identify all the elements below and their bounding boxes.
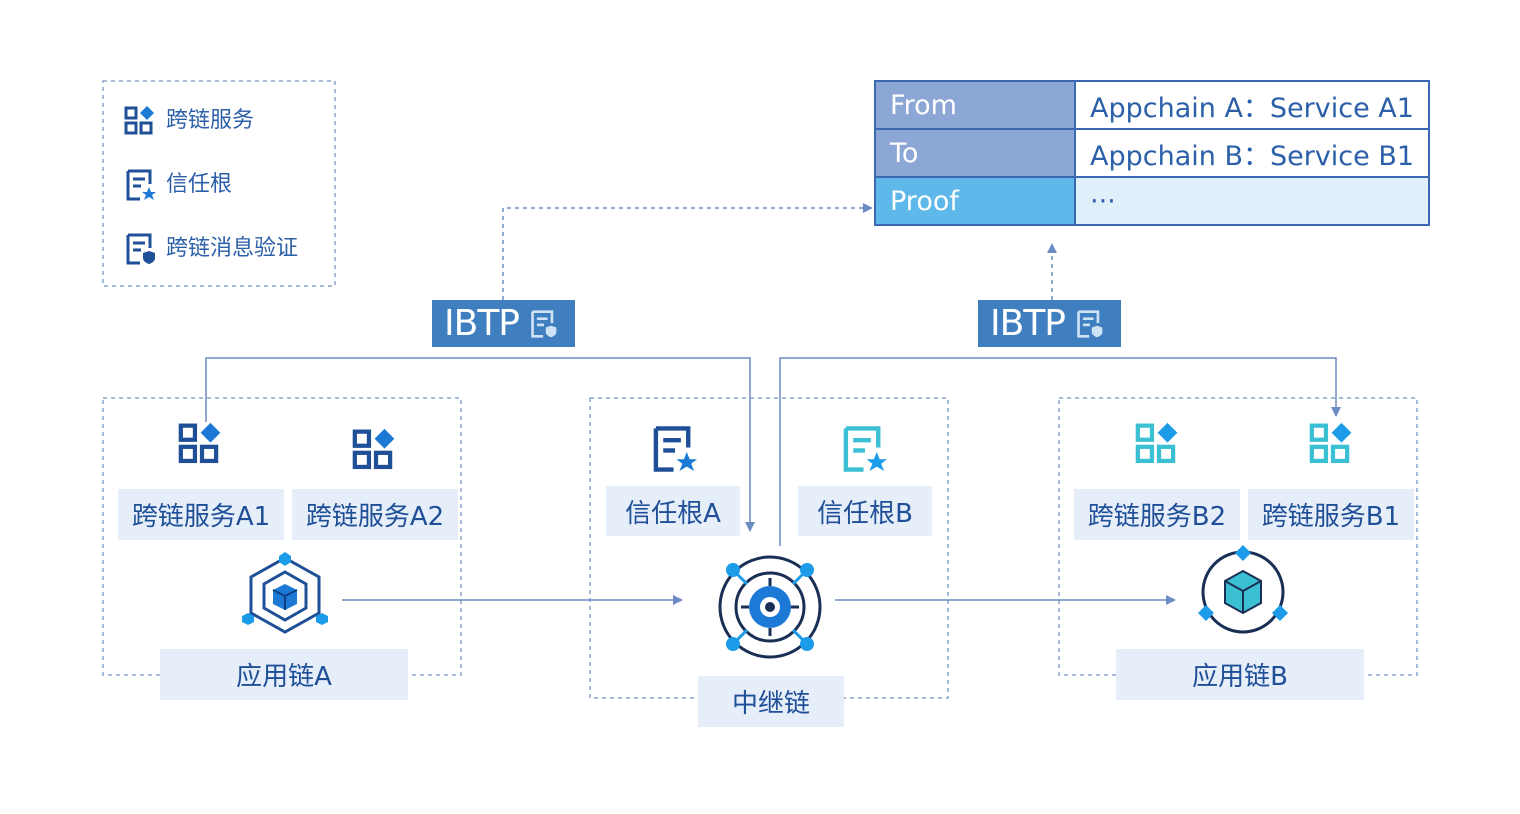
legend-frame bbox=[102, 80, 336, 287]
ibtp-badge-right: IBTP bbox=[978, 300, 1121, 347]
ibtp-table: From Appchain A：Service A1 To Appchain B… bbox=[874, 80, 1431, 226]
service-icon bbox=[124, 106, 154, 135]
ibtp-badge-label: IBTP bbox=[444, 303, 520, 344]
appchain-a-label: 应用链A bbox=[160, 649, 408, 700]
table-key-from: From bbox=[874, 80, 1076, 130]
relay-chain-label: 中继链 bbox=[698, 676, 844, 727]
service-a2-label: 跨链服务A2 bbox=[292, 489, 458, 540]
service-icon bbox=[1309, 422, 1352, 464]
service-icon bbox=[1135, 422, 1178, 464]
table-row: Proof ··· bbox=[874, 176, 1431, 226]
legend-item-trust-root: 信任根 bbox=[124, 168, 324, 202]
legend-label: 跨链服务 bbox=[166, 108, 255, 133]
legend-label: 信任根 bbox=[166, 172, 233, 197]
trust-root-icon bbox=[126, 169, 156, 201]
table-row: To Appchain B：Service B1 bbox=[874, 128, 1431, 178]
legend-item-message-verify: 跨链消息验证 bbox=[124, 232, 324, 266]
message-verify-icon bbox=[531, 309, 557, 338]
ibtp-badge-label: IBTP bbox=[990, 303, 1066, 344]
trust-root-icon bbox=[843, 426, 888, 472]
trust-root-icon bbox=[653, 426, 698, 472]
table-key-proof: Proof bbox=[874, 176, 1076, 226]
appchain-a-frame bbox=[102, 397, 462, 676]
legend-item-service: 跨链服务 bbox=[124, 104, 324, 138]
service-a1-to-trust-root-connector bbox=[205, 357, 755, 532]
service-b1-label: 跨链服务B1 bbox=[1248, 489, 1414, 540]
relay-to-service-b1-connector bbox=[779, 357, 1341, 546]
table-value-to: Appchain B：Service B1 bbox=[1073, 128, 1431, 178]
service-b2-label: 跨链服务B2 bbox=[1074, 489, 1240, 540]
appchain-icon bbox=[1198, 545, 1288, 634]
appchain-b-frame bbox=[1058, 397, 1418, 676]
relay-chain-frame bbox=[589, 397, 949, 699]
table-value-proof: ··· bbox=[1073, 176, 1431, 226]
legend: 跨链服务 信任根 跨链消息验证 bbox=[124, 104, 324, 266]
appchain-icon bbox=[242, 552, 328, 634]
service-icon bbox=[352, 428, 395, 470]
appchain-b-label: 应用链B bbox=[1116, 649, 1364, 700]
service-a1-label: 跨链服务A1 bbox=[118, 489, 284, 540]
legend-label: 跨链消息验证 bbox=[166, 236, 299, 261]
table-key-to: To bbox=[874, 128, 1076, 178]
service-icon bbox=[178, 422, 221, 464]
table-row: From Appchain A：Service A1 bbox=[874, 80, 1431, 130]
trust-root-b-label: 信任根B bbox=[798, 486, 932, 536]
message-verify-icon bbox=[1077, 309, 1103, 338]
ibtp-badge-left: IBTP bbox=[432, 300, 575, 347]
table-value-from: Appchain A：Service A1 bbox=[1073, 80, 1431, 130]
message-verify-icon bbox=[126, 233, 155, 265]
ibtp-left-to-table-connector bbox=[502, 203, 873, 300]
trust-root-a-label: 信任根A bbox=[606, 486, 740, 536]
relay-chain-icon bbox=[718, 555, 822, 659]
